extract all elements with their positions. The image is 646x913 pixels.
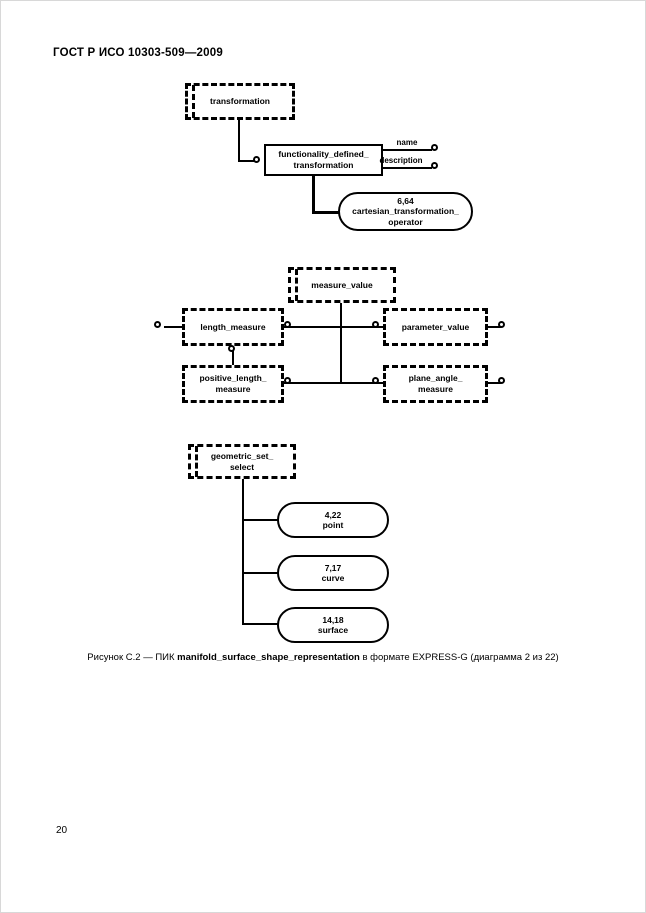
name-attribute-line <box>383 149 432 151</box>
relation-circle <box>253 156 260 163</box>
page-connector-circle <box>154 321 161 328</box>
relation-circle <box>284 321 291 328</box>
relation-circle <box>372 377 379 384</box>
surface-ref-number: 14,18 <box>322 614 344 625</box>
supertype-thick-vline <box>312 176 315 214</box>
caption-entity-name: manifold_surface_shape_representation <box>177 652 360 663</box>
surface-ref-oval: 14,18 surface <box>277 607 389 643</box>
length-positive-vline <box>232 346 234 365</box>
transformation-connector-hline <box>238 160 254 162</box>
point-branch-line <box>242 519 278 521</box>
right-connector-line <box>488 326 501 328</box>
select-type-bar <box>195 446 198 477</box>
plane-angle-measure-type-box: plane_angle_ measure <box>383 365 488 403</box>
cartesian-label-line2: operator <box>388 216 423 227</box>
select-type-bar <box>192 85 195 118</box>
positive-length-label-line2: measure <box>215 384 251 394</box>
description-attribute-label: description <box>379 156 423 165</box>
geometric-set-label-line1: geometric_set_ <box>210 450 274 461</box>
geometric-tree-vline <box>242 479 244 625</box>
functionality-defined-transformation-entity: functionality_defined_ transformation <box>264 144 383 176</box>
cartesian-ref-number: 6,64 <box>397 195 414 206</box>
point-ref-oval: 4,22 point <box>277 502 389 538</box>
curve-ref-oval: 7,17 curve <box>277 555 389 591</box>
left-connector-line <box>164 326 182 328</box>
caption-suffix: в формате EXPRESS-G (диаграмма 2 из 22) <box>359 652 559 663</box>
transformation-label: transformation <box>210 96 270 106</box>
page-connector-circle <box>498 377 505 384</box>
relation-circle <box>284 377 291 384</box>
curve-ref-number: 7,17 <box>324 562 342 573</box>
surface-branch-line <box>242 623 278 625</box>
point-ref-number: 4,22 <box>324 509 342 520</box>
standard-header: ГОСТ Р ИСО 10303-509—2009 <box>53 47 223 59</box>
length-measure-type-box: length_measure <box>182 308 284 346</box>
geometric-set-select-box: geometric_set_ select <box>188 444 296 479</box>
page-number: 20 <box>56 825 68 836</box>
name-attribute-label: name <box>396 138 418 147</box>
curve-label: curve <box>321 573 345 583</box>
plane-angle-label-line2: measure <box>418 384 453 394</box>
attribute-circle <box>431 162 438 169</box>
select-type-bar <box>295 269 298 301</box>
positive-length-measure-type-box: positive_length_ measure <box>182 365 284 403</box>
relation-circle <box>228 345 235 352</box>
positive-plane-line <box>284 382 383 384</box>
curve-branch-line <box>242 572 278 574</box>
description-attribute-line <box>383 167 432 169</box>
attribute-circle <box>431 144 438 151</box>
plane-angle-label-line1: plane_angle_ <box>408 373 463 383</box>
page-connector-circle <box>498 321 505 328</box>
measure-value-select-box: measure_value <box>288 267 396 303</box>
geometric-set-label-line2: select <box>229 461 255 472</box>
entity-label-line2: transformation <box>293 160 354 170</box>
transformation-connector-vline <box>238 120 240 161</box>
transformation-select-box: transformation <box>185 83 295 120</box>
parameter-value-type-box: parameter_value <box>383 308 488 346</box>
cartesian-transformation-operator-ref: 6,64 cartesian_transformation_ operator <box>338 192 473 231</box>
entity-label-line1: functionality_defined_ <box>278 149 369 159</box>
surface-label: surface <box>317 625 349 635</box>
point-label: point <box>322 520 344 530</box>
right-connector-line <box>488 382 501 384</box>
length-parameter-line <box>284 326 383 328</box>
figure-caption: Рисунок С.2 — ПИК manifold_surface_shape… <box>1 652 645 663</box>
supertype-thick-hline <box>312 211 339 214</box>
caption-prefix: Рисунок С.2 — ПИК <box>87 652 178 663</box>
parameter-value-label: parameter_value <box>401 321 470 332</box>
length-measure-label: length_measure <box>200 321 266 332</box>
relation-circle <box>372 321 379 328</box>
positive-length-label-line1: positive_length_ <box>199 373 267 383</box>
measure-value-label: measure_value <box>311 279 373 290</box>
cartesian-label-line1: cartesian_transformation_ <box>352 206 459 217</box>
measure-value-vline <box>340 303 342 384</box>
